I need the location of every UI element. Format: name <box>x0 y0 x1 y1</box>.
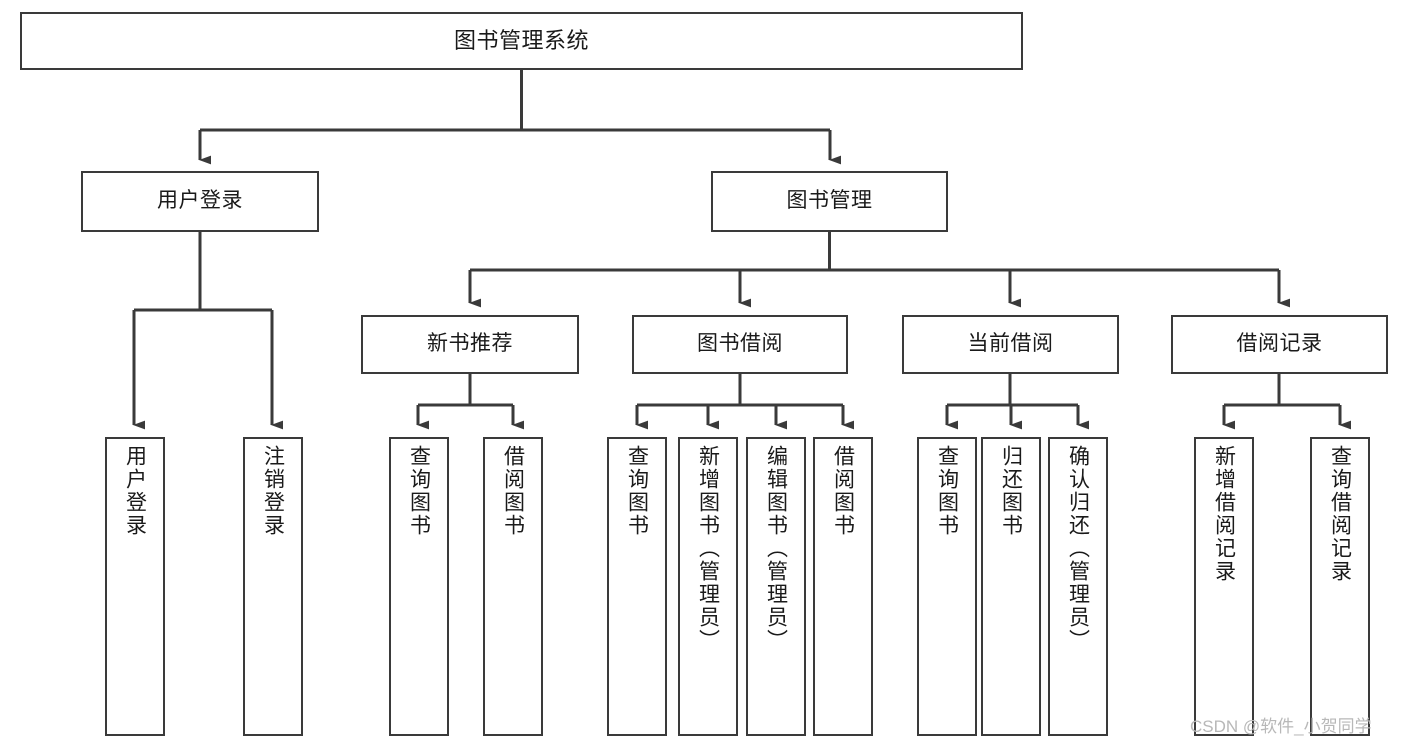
node-leaf-logout[interactable]: 注销登录 <box>243 437 303 736</box>
node-borrow-records[interactable]: 借阅记录 <box>1171 315 1388 374</box>
node-leaf-query-book-b-label: 查询图书 <box>625 445 649 537</box>
node-book-borrowing[interactable]: 图书借阅 <box>632 315 848 374</box>
node-current-borrowing[interactable]: 当前借阅 <box>902 315 1119 374</box>
node-root[interactable]: 图书管理系统 <box>20 12 1023 70</box>
node-leaf-query-book-c[interactable]: 查询图书 <box>917 437 977 736</box>
node-user-login-label: 用户登录 <box>157 189 243 213</box>
node-leaf-edit-book[interactable]: 编辑图书（管理员） <box>746 437 806 736</box>
node-leaf-add-book[interactable]: 新增图书（管理员） <box>678 437 738 736</box>
node-leaf-query-book-c-label: 查询图书 <box>935 445 959 537</box>
node-user-login[interactable]: 用户登录 <box>81 171 319 232</box>
node-leaf-borrow-book-b-label: 借阅图书 <box>831 445 855 537</box>
node-leaf-query-book-b[interactable]: 查询图书 <box>607 437 667 736</box>
node-leaf-return-book[interactable]: 归还图书 <box>981 437 1041 736</box>
node-leaf-user-login[interactable]: 用户登录 <box>105 437 165 736</box>
node-book-management[interactable]: 图书管理 <box>711 171 948 232</box>
node-new-book-recommendation-label: 新书推荐 <box>427 332 513 356</box>
node-leaf-return-book-label: 归还图书 <box>999 445 1023 537</box>
node-leaf-query-book-a-label: 查询图书 <box>407 445 431 537</box>
node-leaf-user-login-label: 用户登录 <box>123 445 147 537</box>
node-leaf-borrow-book-a[interactable]: 借阅图书 <box>483 437 543 736</box>
node-leaf-query-borrow-record[interactable]: 查询借阅记录 <box>1310 437 1370 736</box>
node-leaf-confirm-return[interactable]: 确认归还（管理员） <box>1048 437 1108 736</box>
node-leaf-query-borrow-record-label: 查询借阅记录 <box>1328 445 1352 583</box>
node-leaf-add-borrow-record[interactable]: 新增借阅记录 <box>1194 437 1254 736</box>
node-leaf-edit-book-label: 编辑图书（管理员） <box>764 445 788 652</box>
node-leaf-borrow-book-a-label: 借阅图书 <box>501 445 525 537</box>
node-current-borrowing-label: 当前借阅 <box>967 332 1054 356</box>
node-book-borrowing-label: 图书借阅 <box>697 332 783 356</box>
node-new-book-recommendation[interactable]: 新书推荐 <box>361 315 579 374</box>
node-leaf-borrow-book-b[interactable]: 借阅图书 <box>813 437 873 736</box>
node-leaf-confirm-return-label: 确认归还（管理员） <box>1066 445 1090 652</box>
watermark: CSDN @软件_小贺同学 <box>1190 717 1372 736</box>
node-borrow-records-label: 借阅记录 <box>1236 332 1323 356</box>
node-book-management-label: 图书管理 <box>786 189 873 213</box>
node-leaf-logout-label: 注销登录 <box>261 445 285 537</box>
node-root-label: 图书管理系统 <box>453 28 589 54</box>
node-leaf-add-book-label: 新增图书（管理员） <box>696 445 720 652</box>
node-leaf-query-book-a[interactable]: 查询图书 <box>389 437 449 736</box>
node-leaf-add-borrow-record-label: 新增借阅记录 <box>1212 445 1236 583</box>
